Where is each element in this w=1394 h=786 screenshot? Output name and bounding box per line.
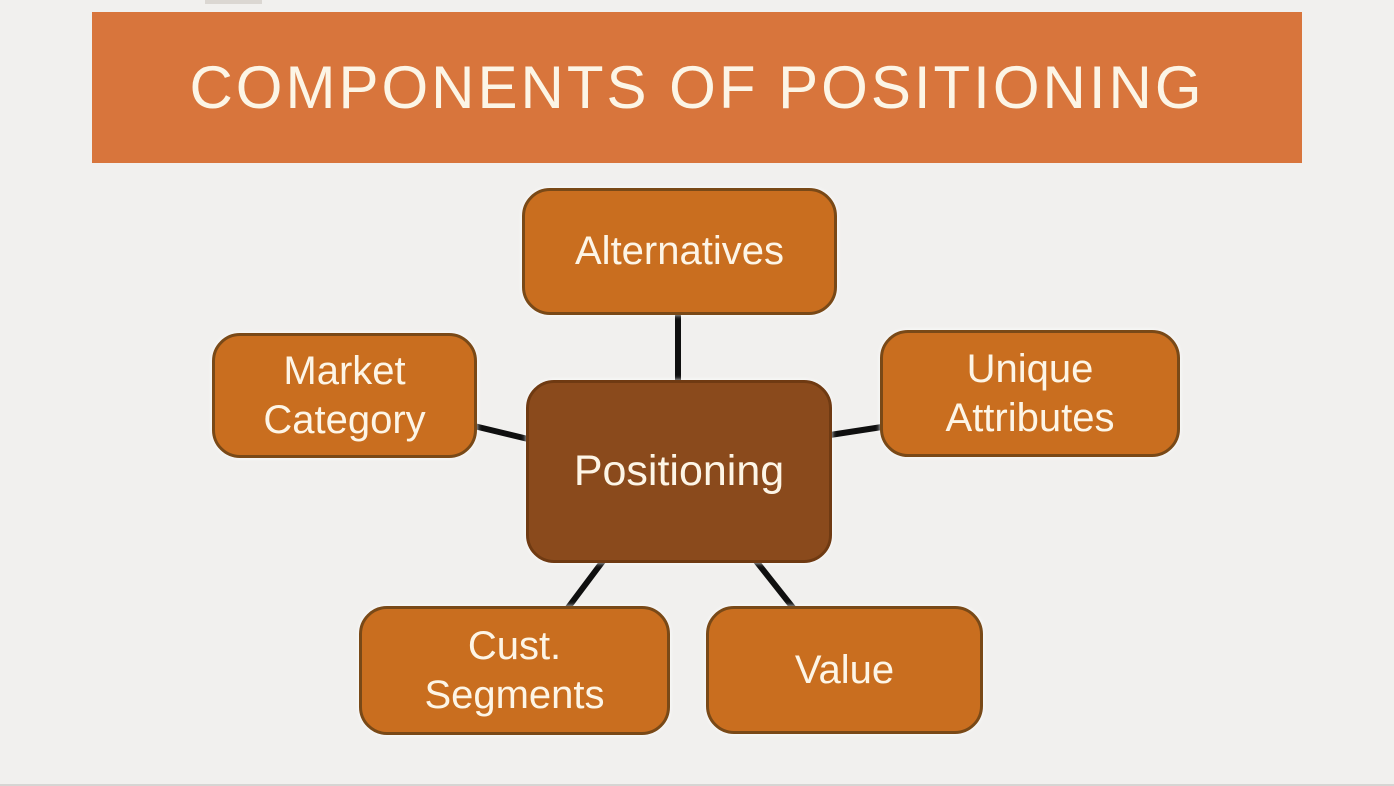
connector-bottom-left [564,558,606,612]
node-market-category: Market Category [212,333,477,458]
node-value-label: Value [794,647,895,692]
node-unique-attributes-label: Unique Attributes [945,346,1115,440]
video-artifact-strip [205,0,262,4]
connector-bottom-right [753,558,797,612]
connector-left [471,423,531,442]
node-unique-attributes: Unique Attributes [880,330,1180,457]
node-positioning-label: Positioning [573,447,785,496]
node-cust-segments-label: Cust. Segments [424,623,605,717]
node-market-category-label: Market Category [263,348,426,442]
slide-title: COMPONENTS OF POSITIONING [189,54,1205,121]
node-alternatives: Alternatives [522,188,837,315]
connector-right [827,424,885,438]
node-value: Value [706,606,983,734]
node-positioning: Positioning [526,380,832,563]
node-alternatives-label: Alternatives [575,229,784,274]
bottom-edge-line [0,784,1394,786]
node-cust-segments: Cust. Segments [359,606,670,735]
title-banner: COMPONENTS OF POSITIONING [92,12,1302,163]
